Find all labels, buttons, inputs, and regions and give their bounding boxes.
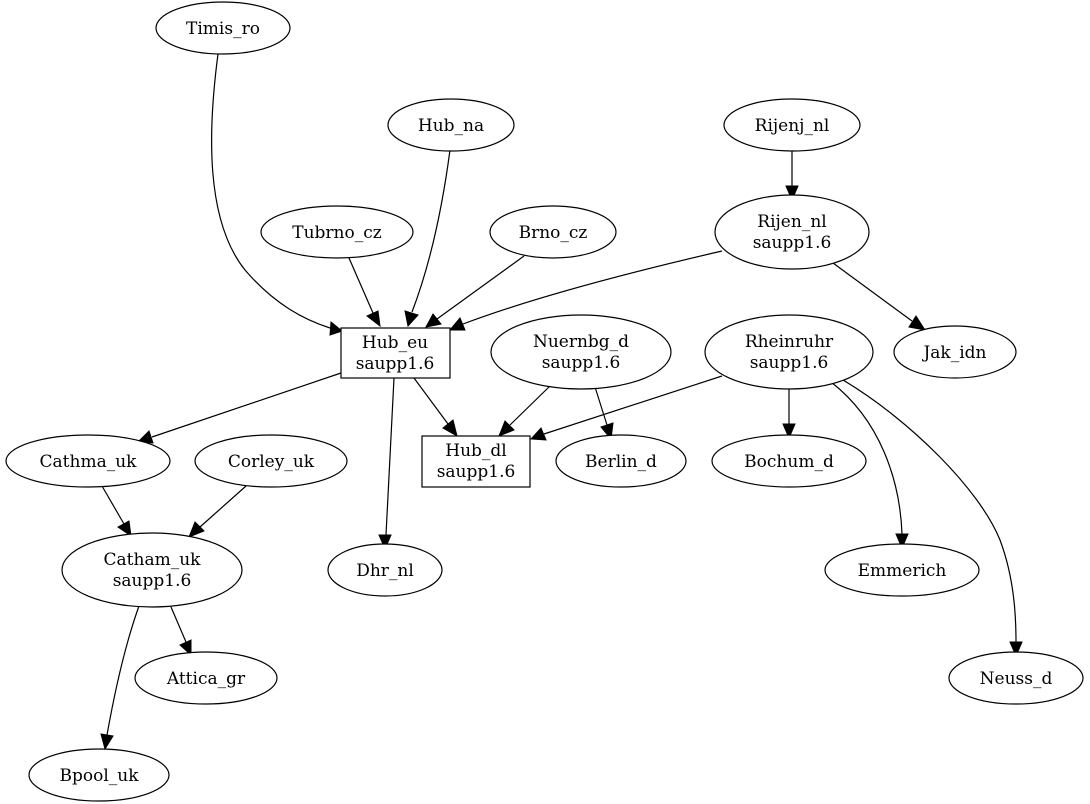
node-rijenj-nl[interactable]: Rijenj_nl <box>723 98 861 152</box>
node-label: Tubrno_cz <box>292 223 382 243</box>
node-label: Bochum_d <box>744 452 834 472</box>
node-sublabel: saupp1.6 <box>113 571 192 591</box>
edge-timis-ro-to-hub-eu <box>211 53 344 336</box>
node-cathma-uk[interactable]: Cathma_uk <box>5 434 171 488</box>
node-bpool-uk[interactable]: Bpool_uk <box>28 748 170 802</box>
node-hub-dl[interactable]: Hub_dl saupp1.6 <box>421 435 531 488</box>
node-brno-cz[interactable]: Brno_cz <box>489 205 617 259</box>
edge-rijenj-nl-to-rijen-nl <box>785 150 799 202</box>
edge-hub-na-to-hub-eu <box>404 149 451 328</box>
node-label: Corley_uk <box>228 452 315 472</box>
node-label: Hub_dl <box>445 441 506 461</box>
node-label: Hub_eu <box>362 333 428 353</box>
edge-rijen-nl-to-hub-eu <box>448 250 723 331</box>
edge-catham-uk-to-bpool-uk <box>100 605 140 751</box>
node-rheinruhr[interactable]: Rheinruhr saupp1.6 <box>704 314 874 390</box>
edge-brno-cz-to-hub-eu <box>425 255 525 328</box>
node-label: Nuernbg_d <box>533 332 629 352</box>
edge-rijen-nl-to-jak-idn <box>832 262 927 331</box>
node-sublabel: saupp1.6 <box>356 354 435 374</box>
node-label: Catham_uk <box>104 550 202 570</box>
node-tubrno-cz[interactable]: Tubrno_cz <box>260 205 414 259</box>
node-sublabel: saupp1.6 <box>437 462 516 482</box>
edge-hub-eu-to-dhr-nl <box>378 377 395 551</box>
node-hub-eu[interactable]: Hub_eu saupp1.6 <box>340 327 451 379</box>
edge-corley-uk-to-catham-uk <box>188 485 247 538</box>
node-label: Bpool_uk <box>59 766 139 786</box>
node-label: Jak_idn <box>921 343 986 363</box>
node-bochum-d[interactable]: Bochum_d <box>711 434 867 488</box>
node-berlin-d[interactable]: Berlin_d <box>555 434 687 488</box>
node-label: Hub_na <box>418 116 484 136</box>
edge-hub-eu-to-hub-dl <box>413 377 458 438</box>
node-sublabel: saupp1.6 <box>753 233 832 253</box>
edge-rheinruhr-to-bochum-d <box>782 388 796 440</box>
node-emmerich[interactable]: Emmerich <box>824 543 980 597</box>
node-label: Rheinruhr <box>745 332 834 352</box>
node-attica-gr[interactable]: Attica_gr <box>134 651 278 705</box>
node-label: Berlin_d <box>585 452 657 472</box>
node-corley-uk[interactable]: Corley_uk <box>194 434 348 488</box>
node-label: Emmerich <box>858 561 947 581</box>
edges <box>100 53 1023 751</box>
edge-rheinruhr-to-emmerich <box>830 381 909 550</box>
node-neuss-d[interactable]: Neuss_d <box>948 651 1084 705</box>
node-label: Brno_cz <box>519 223 588 243</box>
node-label: Dhr_nl <box>356 561 414 581</box>
node-label: Neuss_d <box>980 669 1053 689</box>
node-rijen-nl[interactable]: Rijen_nl saupp1.6 <box>714 194 870 270</box>
nodes: Timis_ro Hub_na Rijenj_nl Tubrno_cz Brno… <box>5 1 1084 802</box>
edge-rheinruhr-to-hub-dl <box>529 375 723 441</box>
node-sublabel: saupp1.6 <box>750 353 829 373</box>
node-sublabel: saupp1.6 <box>542 353 621 373</box>
node-label: Timis_ro <box>186 19 260 39</box>
node-hub-na[interactable]: Hub_na <box>387 98 515 152</box>
node-timis-ro[interactable]: Timis_ro <box>155 1 291 55</box>
node-jak-idn[interactable]: Jak_idn <box>893 325 1017 379</box>
edge-rheinruhr-to-neuss-d <box>842 379 1023 658</box>
node-label: Cathma_uk <box>40 452 138 472</box>
edge-nuernbg-d-to-hub-dl <box>498 385 551 437</box>
node-nuernbg-d[interactable]: Nuernbg_d saupp1.6 <box>490 314 672 390</box>
edge-tubrno-cz-to-hub-eu <box>348 257 381 328</box>
node-catham-uk[interactable]: Catham_uk saupp1.6 <box>61 532 243 608</box>
node-label: Attica_gr <box>166 669 246 689</box>
node-label: Rijenj_nl <box>755 116 830 136</box>
node-label: Rijen_nl <box>757 212 826 232</box>
edge-catham-uk-to-attica-gr <box>170 606 192 657</box>
edge-cathma-uk-to-catham-uk <box>101 485 132 538</box>
node-dhr-nl[interactable]: Dhr_nl <box>327 543 443 597</box>
